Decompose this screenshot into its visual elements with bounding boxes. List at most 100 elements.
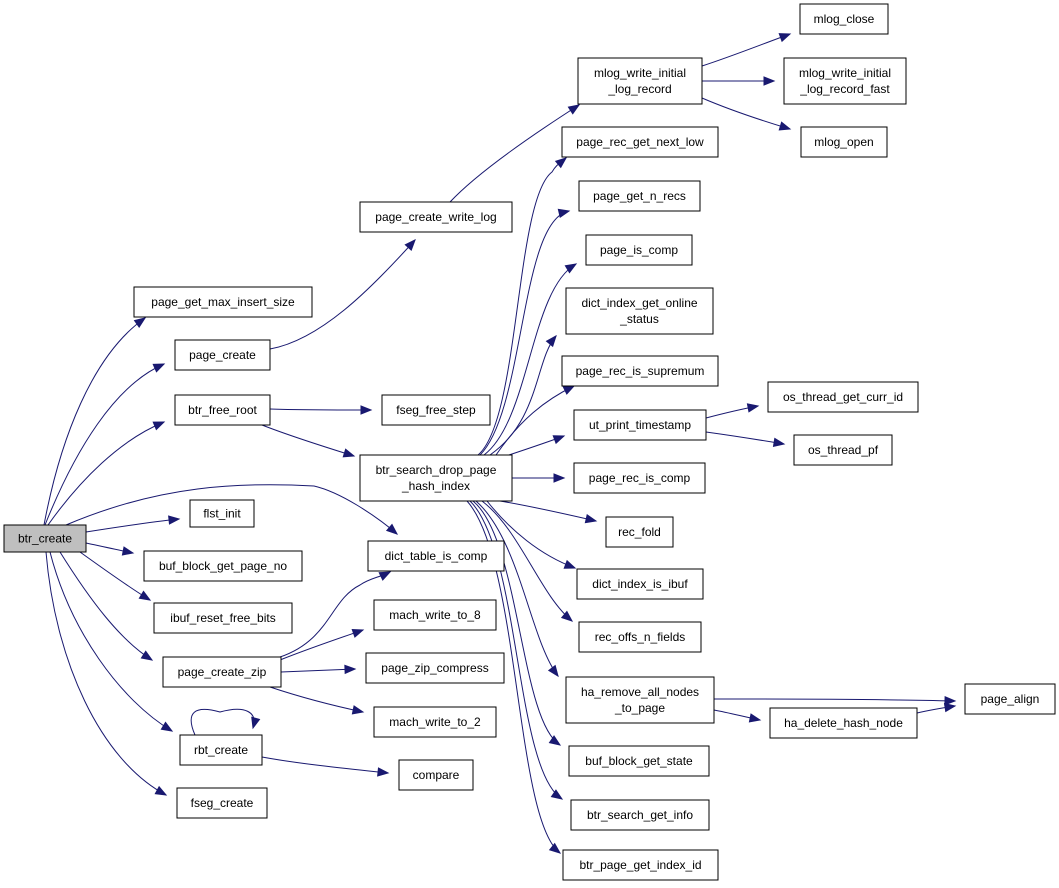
node-page_rec_is_supremum[interactable]: page_rec_is_supremum bbox=[561, 355, 719, 387]
edge-line bbox=[472, 500, 561, 746]
node-os_thread_pf[interactable]: os_thread_pf bbox=[793, 434, 893, 466]
node-label: os_thread_get_curr_id bbox=[783, 390, 903, 404]
node-box bbox=[605, 516, 674, 548]
node-dict_table_is_comp[interactable]: dict_table_is_comp bbox=[367, 540, 505, 572]
node-label: fseg_create bbox=[191, 796, 254, 810]
node-box bbox=[162, 656, 282, 688]
edge-btr_create-to-page_create bbox=[44, 363, 166, 526]
node-page_get_max_insert_size[interactable]: page_get_max_insert_size bbox=[133, 286, 313, 318]
node-btr_search_get_info[interactable]: btr_search_get_info bbox=[570, 799, 710, 831]
node-fseg_free_step[interactable]: fseg_free_step bbox=[381, 394, 491, 426]
node-mach_write_to_2[interactable]: mach_write_to_2 bbox=[373, 706, 497, 738]
node-label: _status bbox=[619, 312, 659, 326]
node-label: _log_record bbox=[607, 82, 671, 96]
node-box bbox=[381, 394, 491, 426]
node-btr_search_drop_page_hash_index[interactable]: btr_search_drop_page_hash_index bbox=[359, 454, 513, 502]
node-box bbox=[573, 462, 706, 494]
node-label: _to_page bbox=[614, 701, 665, 715]
node-flst_init[interactable]: flst_init bbox=[189, 499, 255, 528]
arrowhead bbox=[152, 363, 166, 373]
edge-btr_create-to-rbt_create bbox=[49, 551, 174, 732]
node-mlog_close[interactable]: mlog_close bbox=[799, 3, 889, 35]
arrowhead bbox=[342, 448, 356, 458]
node-page_is_comp[interactable]: page_is_comp bbox=[585, 234, 693, 266]
node-page_create_write_log[interactable]: page_create_write_log bbox=[359, 201, 513, 233]
node-ibuf_reset_free_bits[interactable]: ibuf_reset_free_bits bbox=[153, 602, 293, 634]
edge-ha_remove_all_nodes_to_page-to-page_align bbox=[713, 695, 957, 706]
edge-btr_create-to-dict_table_is_comp bbox=[65, 484, 399, 535]
node-label: ha_delete_hash_node bbox=[784, 716, 903, 730]
edge-line bbox=[466, 500, 561, 854]
edge-page_create_zip-to-mach_write_to_2 bbox=[269, 686, 365, 715]
node-fseg_create[interactable]: fseg_create bbox=[176, 787, 268, 819]
arrowhead bbox=[385, 523, 399, 535]
edge-btr_search_drop_page_hash_index-to-dict_index_is_ibuf bbox=[486, 500, 577, 569]
node-rbt_create[interactable]: rbt_create bbox=[179, 734, 263, 766]
node-label: mlog_write_initial bbox=[799, 66, 891, 80]
node-ut_print_timestamp[interactable]: ut_print_timestamp bbox=[573, 409, 707, 441]
edge-btr_create-to-page_get_max_insert_size bbox=[43, 317, 147, 526]
node-label: ut_print_timestamp bbox=[589, 418, 691, 432]
node-box bbox=[562, 849, 719, 881]
node-label: page_rec_get_next_low bbox=[576, 135, 704, 149]
node-os_thread_get_curr_id[interactable]: os_thread_get_curr_id bbox=[767, 381, 919, 413]
edge-mlog_write_initial_log_record-to-mlog_open bbox=[701, 97, 792, 131]
node-box bbox=[964, 683, 1056, 715]
node-page_align[interactable]: page_align bbox=[964, 683, 1056, 715]
node-label: page_rec_is_comp bbox=[589, 471, 691, 485]
edge-line bbox=[261, 756, 389, 774]
node-ha_remove_all_nodes_to_page[interactable]: ha_remove_all_nodes_to_page bbox=[565, 676, 715, 724]
node-dict_index_is_ibuf[interactable]: dict_index_is_ibuf bbox=[576, 568, 704, 600]
node-page_create[interactable]: page_create bbox=[174, 339, 271, 371]
node-ha_delete_hash_node[interactable]: ha_delete_hash_node bbox=[769, 707, 918, 739]
node-page_get_n_recs[interactable]: page_get_n_recs bbox=[578, 180, 701, 212]
edge-btr_search_drop_page_hash_index-to-ut_print_timestamp bbox=[505, 435, 566, 457]
edge-line bbox=[279, 629, 364, 661]
edge-line bbox=[701, 33, 791, 67]
edge-line bbox=[495, 385, 575, 456]
node-box bbox=[174, 394, 271, 426]
node-box bbox=[799, 3, 889, 35]
node-page_rec_is_comp[interactable]: page_rec_is_comp bbox=[573, 462, 706, 494]
arrowhead bbox=[251, 716, 261, 730]
arrowhead bbox=[564, 263, 578, 274]
node-page_create_zip[interactable]: page_create_zip bbox=[162, 656, 282, 688]
edge-line bbox=[486, 500, 576, 569]
arrowhead bbox=[557, 208, 571, 219]
node-buf_block_get_state[interactable]: buf_block_get_state bbox=[568, 745, 710, 777]
edge-btr_search_drop_page_hash_index-to-page_is_comp bbox=[483, 263, 578, 456]
arrowhead bbox=[168, 515, 181, 525]
node-box bbox=[793, 434, 893, 466]
node-dict_index_get_online_status[interactable]: dict_index_get_online_status bbox=[565, 287, 714, 335]
node-mlog_write_initial_log_record[interactable]: mlog_write_initial_log_record bbox=[577, 57, 703, 105]
node-mach_write_to_8[interactable]: mach_write_to_8 bbox=[373, 599, 497, 631]
arrowhead bbox=[550, 789, 564, 800]
node-label: btr_create bbox=[18, 532, 72, 546]
arrowhead bbox=[154, 785, 168, 796]
arrowhead bbox=[553, 473, 566, 483]
edge-line bbox=[479, 210, 570, 456]
node-page_zip_compress[interactable]: page_zip_compress bbox=[365, 652, 505, 684]
arrowhead bbox=[584, 514, 598, 524]
node-box bbox=[133, 286, 313, 318]
node-rec_fold[interactable]: rec_fold bbox=[605, 516, 674, 548]
node-rec_offs_n_fields[interactable]: rec_offs_n_fields bbox=[578, 621, 702, 653]
node-buf_block_get_page_no[interactable]: buf_block_get_page_no bbox=[143, 550, 303, 582]
node-label: btr_search_drop_page bbox=[376, 463, 497, 477]
arrowhead bbox=[121, 546, 135, 556]
arrowhead bbox=[763, 76, 776, 86]
edge-page_create-to-page_create_write_log bbox=[269, 239, 416, 350]
node-btr_page_get_index_id[interactable]: btr_page_get_index_id bbox=[562, 849, 719, 881]
node-mlog_open[interactable]: mlog_open bbox=[800, 126, 888, 158]
node-label: page_align bbox=[981, 692, 1040, 706]
edge-line bbox=[47, 421, 165, 526]
node-btr_create[interactable]: btr_create bbox=[3, 524, 87, 553]
node-btr_free_root[interactable]: btr_free_root bbox=[174, 394, 271, 426]
node-box bbox=[767, 381, 919, 413]
node-label: page_create_write_log bbox=[375, 210, 496, 224]
node-compare[interactable]: compare bbox=[398, 759, 474, 791]
node-page_rec_get_next_low[interactable]: page_rec_get_next_low bbox=[561, 126, 719, 158]
node-mlog_write_initial_log_record_fast[interactable]: mlog_write_initial_log_record_fast bbox=[783, 57, 907, 105]
node-label: mach_write_to_8 bbox=[389, 608, 481, 622]
